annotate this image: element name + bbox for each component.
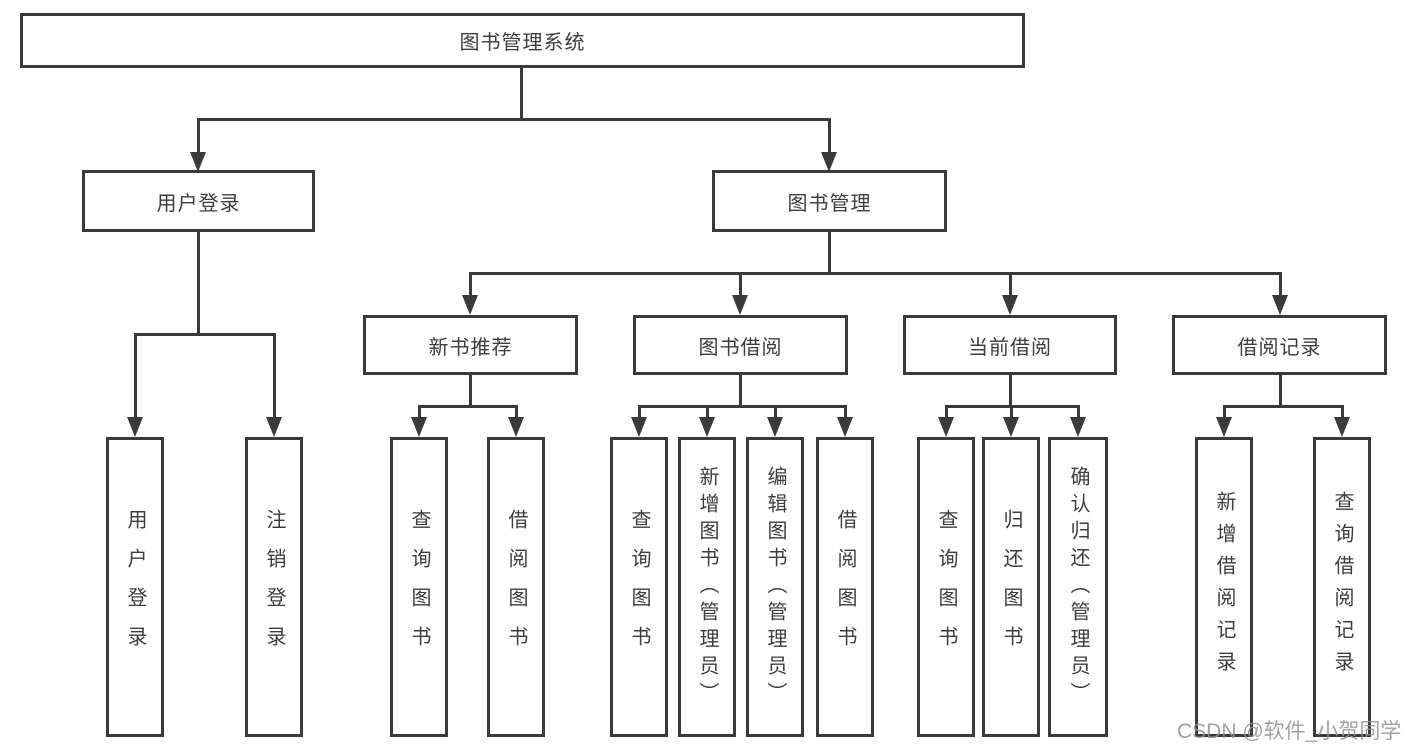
- arrowhead-borrow-book-1: [508, 417, 524, 437]
- node-borrow-record: 借阅记录: [1172, 315, 1387, 375]
- leaf-return-book: 归还图书: [982, 437, 1040, 737]
- node-book-borrow-label: 图书借阅: [698, 336, 783, 359]
- node-book-mgmt-label: 图书管理: [787, 192, 872, 215]
- connector-book-borrow-rail: [638, 405, 846, 408]
- connector-root-rail: [197, 118, 830, 121]
- arrowhead-book-borrow: [732, 295, 748, 315]
- arrowhead-query-book-2: [631, 417, 647, 437]
- leaf-query-book-current-label: 查询图书: [935, 509, 957, 665]
- leaf-user-login-label: 用户登录: [124, 509, 146, 665]
- node-library-system: 图书管理系统: [20, 13, 1025, 68]
- connector-drop-book-borrow: [739, 272, 742, 300]
- connector-user-login-rail: [134, 333, 276, 336]
- arrowhead-query-record: [1334, 417, 1350, 437]
- leaf-add-book-admin: 新增图书（管理员）: [678, 437, 736, 737]
- connector-book-borrow-stem: [739, 375, 742, 408]
- connector-drop-borrow-book-1: [515, 405, 518, 421]
- leaf-borrow-book-label: 借阅图书: [834, 509, 856, 665]
- arrowhead-confirm-return: [1070, 417, 1086, 437]
- leaf-query-book-rec: 查询图书: [390, 437, 448, 737]
- arrowhead-leaf-logout: [266, 417, 282, 437]
- arrowhead-return-book: [1003, 417, 1019, 437]
- leaf-query-book-rec-label: 查询图书: [408, 509, 430, 665]
- node-borrow-record-label: 借阅记录: [1237, 336, 1322, 359]
- connector-new-book-rec-stem: [469, 375, 472, 408]
- arrowhead-query-book-3: [938, 417, 954, 437]
- node-new-book-rec: 新书推荐: [363, 315, 578, 375]
- leaf-borrow-book-rec: 借阅图书: [487, 437, 545, 737]
- connector-drop-new-book-rec: [469, 272, 472, 300]
- connector-drop-edit-book: [774, 405, 777, 421]
- leaf-user-login: 用户登录: [106, 437, 164, 737]
- connector-borrow-record-rail: [1223, 405, 1343, 408]
- arrowhead-user-login: [190, 152, 206, 172]
- leaf-add-book-admin-label: 新增图书（管理员）: [696, 465, 718, 709]
- connector-drop-book-mgmt: [828, 118, 831, 158]
- leaf-confirm-return-admin-label: 确认归还（管理员）: [1067, 465, 1089, 709]
- leaf-add-borrow-record: 新增借阅记录: [1195, 437, 1253, 737]
- connector-drop-current-borrow: [1009, 272, 1012, 300]
- connector-drop-confirm-return: [1077, 405, 1080, 421]
- leaf-edit-book-admin-label: 编辑图书（管理员）: [764, 465, 786, 709]
- connector-book-mgmt-stem: [828, 232, 831, 275]
- node-library-system-label: 图书管理系统: [459, 32, 586, 54]
- arrowhead-leaf-login: [127, 417, 143, 437]
- node-book-borrow: 图书借阅: [633, 315, 848, 375]
- arrowhead-book-mgmt: [821, 152, 837, 172]
- connector-current-borrow-stem: [1009, 375, 1012, 408]
- leaf-query-book-borrow-label: 查询图书: [628, 509, 650, 665]
- connector-user-login-stem: [197, 232, 200, 336]
- connector-drop-leaf-login: [134, 333, 137, 421]
- connector-drop-query-book-3: [945, 405, 948, 421]
- node-current-borrow: 当前借阅: [903, 315, 1117, 375]
- connector-drop-add-record: [1223, 405, 1226, 421]
- connector-drop-borrow-record: [1279, 272, 1282, 300]
- arrowhead-borrow-record: [1272, 295, 1288, 315]
- leaf-add-borrow-record-label: 新增借阅记录: [1213, 491, 1235, 683]
- leaf-edit-book-admin: 编辑图书（管理员）: [746, 437, 804, 737]
- connector-drop-user-login: [197, 118, 200, 158]
- node-user-login-label: 用户登录: [156, 192, 241, 215]
- leaf-query-borrow-record: 查询借阅记录: [1313, 437, 1371, 737]
- leaf-borrow-book-rec-label: 借阅图书: [505, 509, 527, 665]
- arrowhead-current-borrow: [1002, 295, 1018, 315]
- leaf-query-book-borrow: 查询图书: [610, 437, 668, 737]
- connector-root-stem: [520, 68, 523, 120]
- connector-new-book-rec-rail: [418, 405, 518, 408]
- leaf-logout: 注销登录: [245, 437, 303, 737]
- connector-drop-query-book-1: [418, 405, 421, 421]
- leaf-logout-label: 注销登录: [263, 509, 285, 665]
- csdn-watermark: CSDN @软件_小贺同学: [1177, 720, 1402, 743]
- leaf-query-book-current: 查询图书: [917, 437, 975, 737]
- arrowhead-new-book-rec: [462, 295, 478, 315]
- connector-borrow-record-stem: [1279, 375, 1282, 408]
- connector-book-mgmt-rail: [469, 272, 1282, 275]
- node-new-book-rec-label: 新书推荐: [428, 336, 513, 359]
- node-user-login: 用户登录: [82, 170, 315, 232]
- leaf-return-book-label: 归还图书: [1000, 509, 1022, 665]
- connector-drop-query-book-2: [638, 405, 641, 421]
- connector-drop-add-book: [706, 405, 709, 421]
- arrowhead-add-record: [1216, 417, 1232, 437]
- leaf-borrow-book: 借阅图书: [816, 437, 874, 737]
- connector-drop-leaf-logout: [273, 333, 276, 421]
- arrowhead-borrow-book-2: [837, 417, 853, 437]
- arrowhead-query-book-1: [411, 417, 427, 437]
- connector-drop-query-record: [1341, 405, 1344, 421]
- arrowhead-edit-book: [767, 417, 783, 437]
- connector-drop-borrow-book-2: [844, 405, 847, 421]
- node-current-borrow-label: 当前借阅: [968, 336, 1052, 359]
- leaf-query-borrow-record-label: 查询借阅记录: [1331, 491, 1353, 683]
- connector-drop-return-book: [1010, 405, 1013, 421]
- arrowhead-add-book: [699, 417, 715, 437]
- leaf-confirm-return-admin: 确认归还（管理员）: [1048, 437, 1108, 737]
- node-book-mgmt: 图书管理: [712, 170, 947, 232]
